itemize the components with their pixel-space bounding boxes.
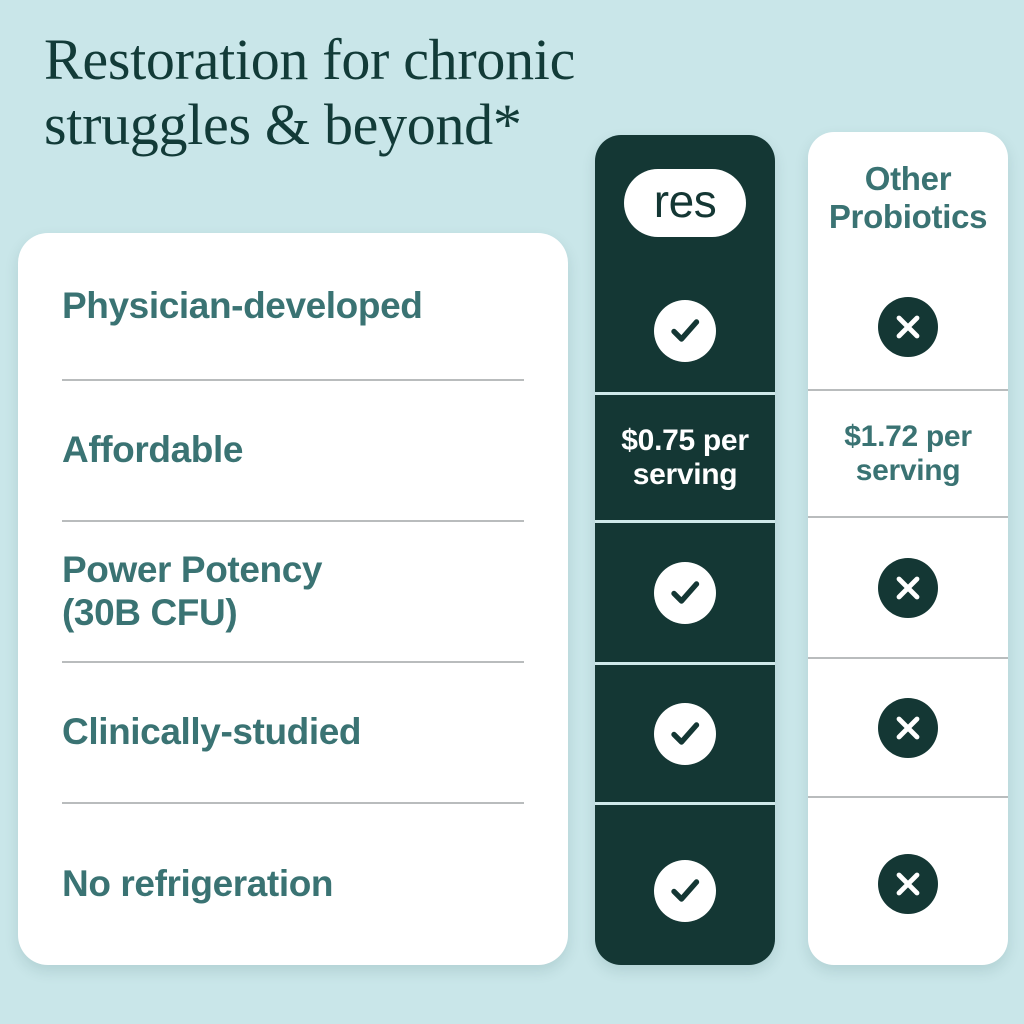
check-circle-icon xyxy=(654,702,716,765)
res-cell-clinically-studied xyxy=(595,665,775,805)
other-price: $1.72 per serving xyxy=(844,419,972,487)
features-card: Physician-developed Affordable Power Pot… xyxy=(18,233,568,965)
feature-row: Power Potency (30B CFU) xyxy=(62,522,524,663)
check-circle-icon xyxy=(654,561,716,624)
other-cell-power-potency xyxy=(808,518,1008,659)
other-cell-no-refrigeration xyxy=(808,798,1008,970)
res-price: $0.75 per serving xyxy=(621,423,749,491)
x-circle-icon xyxy=(878,697,938,758)
other-probiotics-title: Other Probiotics xyxy=(828,160,988,235)
feature-row: Clinically-studied xyxy=(62,663,524,804)
res-cell-physician-developed xyxy=(595,270,775,395)
res-logo: res xyxy=(623,168,747,237)
res-cell-power-potency xyxy=(595,523,775,665)
res-column-card: res $0.75 per serving xyxy=(595,135,775,965)
feature-row: Physician-developed xyxy=(62,233,524,381)
feature-label: Power Potency (30B CFU) xyxy=(62,548,323,633)
x-circle-icon xyxy=(878,557,938,618)
page-title: Restoration for chronic struggles & beyo… xyxy=(44,27,576,157)
check-circle-icon xyxy=(654,300,716,362)
feature-row: No refrigeration xyxy=(62,804,524,964)
other-cell-physician-developed xyxy=(808,264,1008,391)
x-circle-icon xyxy=(878,854,938,914)
x-circle-icon xyxy=(878,296,938,357)
feature-label: Clinically-studied xyxy=(62,711,362,753)
res-cell-affordable: $0.75 per serving xyxy=(595,395,775,523)
other-probiotics-column-card: Other Probiotics $1.72 per serving xyxy=(808,132,1008,965)
res-logo-header: res xyxy=(595,135,775,270)
other-cell-affordable: $1.72 per serving xyxy=(808,391,1008,518)
other-cell-clinically-studied xyxy=(808,659,1008,798)
feature-label: Affordable xyxy=(62,429,244,471)
feature-row: Affordable xyxy=(62,381,524,522)
check-circle-icon xyxy=(654,860,716,922)
feature-label: No refrigeration xyxy=(62,862,334,904)
feature-label: Physician-developed xyxy=(62,284,423,326)
res-cell-no-refrigeration xyxy=(595,805,775,977)
other-probiotics-header: Other Probiotics xyxy=(808,132,1008,264)
